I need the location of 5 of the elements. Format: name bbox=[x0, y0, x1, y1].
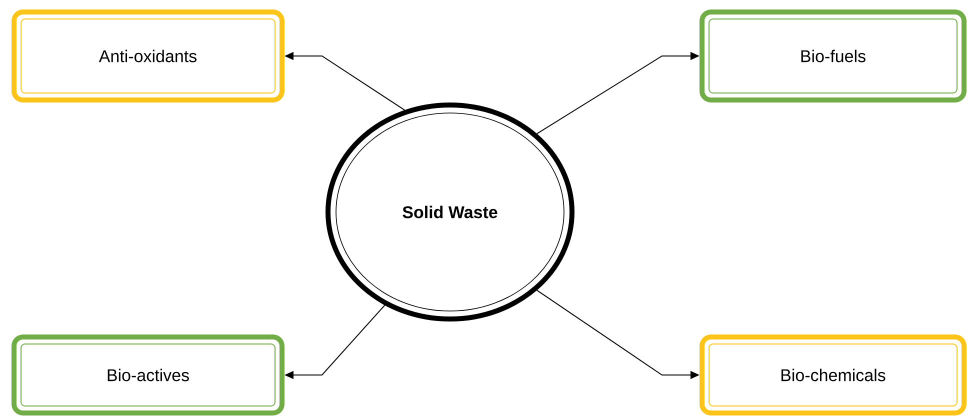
category-box: Bio-chemicals bbox=[700, 334, 966, 416]
category-box: Anti-oxidants bbox=[12, 10, 284, 102]
ellipse-node: Solid Waste bbox=[326, 102, 574, 322]
category-box: Bio-fuels bbox=[700, 10, 966, 102]
category-box: Bio-actives bbox=[12, 334, 284, 416]
